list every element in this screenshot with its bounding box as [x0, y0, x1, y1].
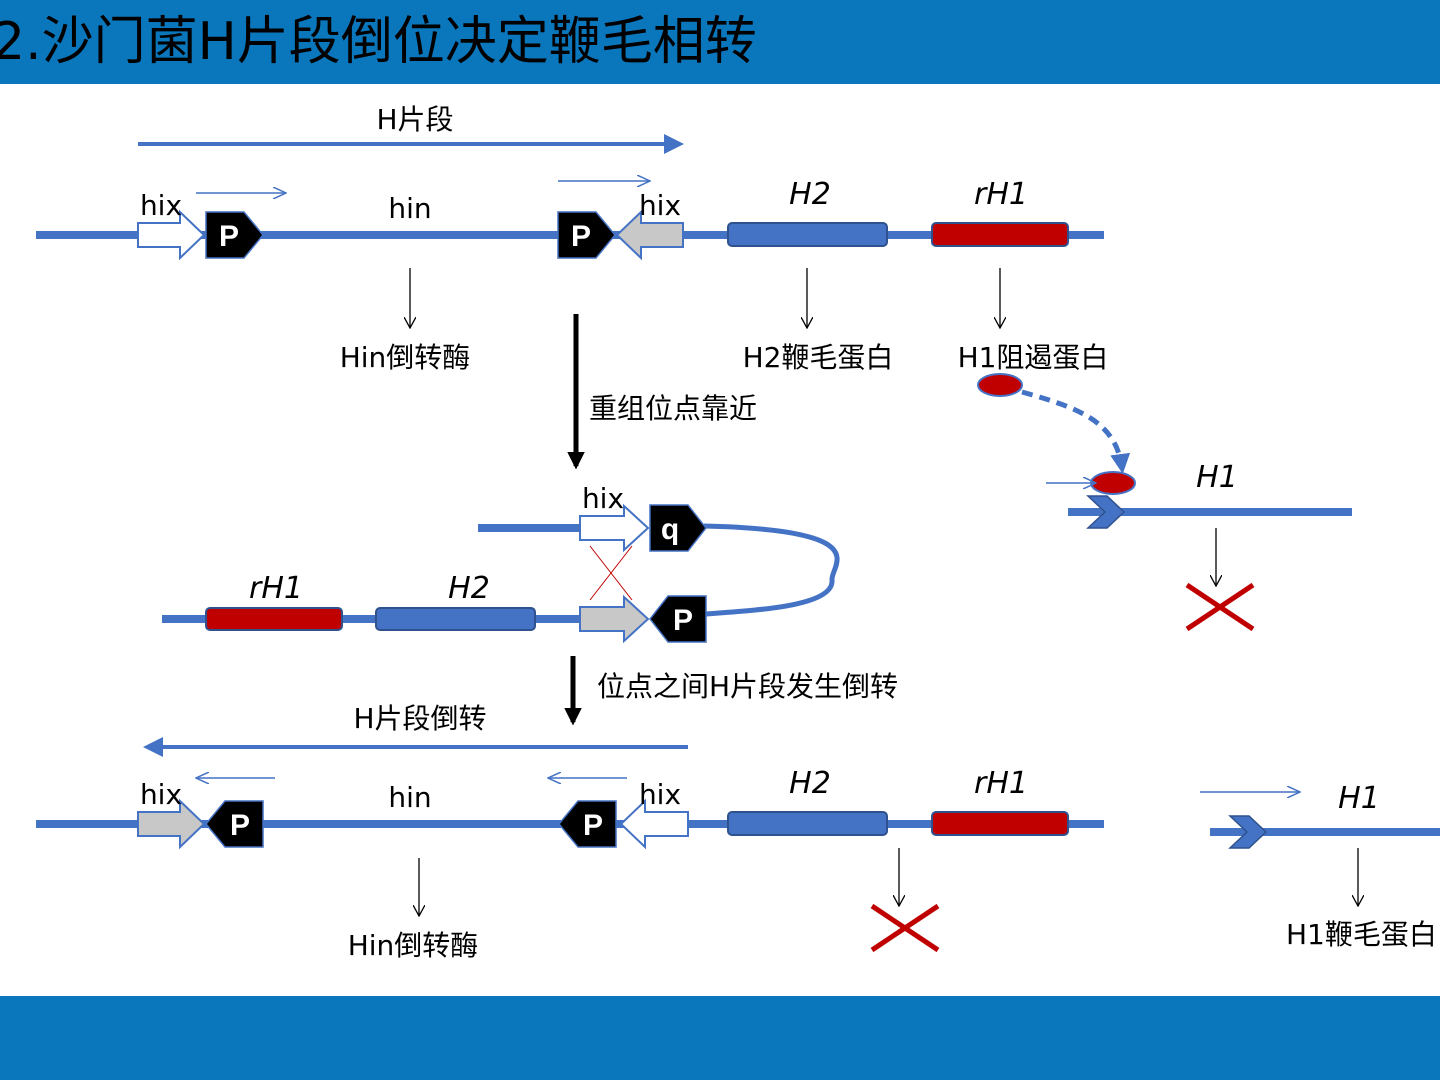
cross-mark-icon: [870, 903, 940, 953]
title-bar: 2.沙门菌H片段倒位决定鞭毛相转: [0, 0, 1440, 84]
hix-arrow-icon: [137, 798, 206, 850]
top-construct: H片段 P P hix hin hix H2 rH1 Hin倒转酶 H2鞭毛蛋白…: [36, 103, 1108, 374]
h2-gene: [375, 607, 536, 631]
promoter-icon: [649, 504, 707, 552]
inverted-construct: H片段倒转 P P hix hin hix H2 rH1 Hin倒转酶 H1 H…: [36, 702, 1440, 962]
hix-label: hix: [140, 189, 182, 222]
promoter-chevron-icon: [1228, 815, 1268, 849]
hix-label: hix: [582, 482, 624, 515]
repressor-protein-icon: [977, 373, 1023, 397]
promoter-label: P: [219, 220, 239, 253]
h1-gene-label: H1: [1338, 781, 1380, 816]
h2-gene: [727, 811, 888, 836]
h2-gene-label: H2: [448, 571, 490, 606]
hix-arrow-icon: [619, 798, 689, 850]
hix-arrow-icon: [137, 209, 206, 261]
h-segment-label: H片段: [376, 103, 453, 136]
hix-arrow-icon: [615, 209, 684, 261]
hix-label: hix: [140, 778, 182, 811]
hin-gene-label: hin: [388, 192, 431, 225]
h1-gene-label: H1: [1196, 460, 1238, 495]
promoter-label: P: [571, 220, 591, 253]
h-segment-inversion-diagram: H片段 P P hix hin hix H2 rH1 Hin倒转酶 H2鞭毛蛋白…: [36, 103, 1440, 962]
promoter-icon: [205, 211, 264, 259]
hix-label: hix: [639, 778, 681, 811]
promoter-label: P: [673, 604, 693, 637]
promoter-icon: [649, 595, 707, 643]
crossover-mark: [589, 545, 633, 601]
hix-arrow-icon: [579, 503, 650, 553]
h1-repressor-label: H1阻遏蛋白: [958, 341, 1109, 374]
h2-flagellin-label: H2鞭毛蛋白: [743, 341, 894, 374]
promoter-icon: [558, 800, 617, 848]
footer-bar: [0, 996, 1440, 1080]
repressor-binding-arrow: [1021, 389, 1131, 474]
repressor-protein-icon: [1090, 471, 1136, 495]
rh1-gene: [931, 222, 1069, 247]
rh1-gene-label: rH1: [974, 766, 1028, 801]
promoter-label: P: [230, 809, 250, 842]
sites-approach-label: 重组位点靠近: [589, 392, 757, 425]
h2-gene-label: H2: [789, 177, 831, 212]
rh1-gene-label: rH1: [249, 571, 303, 606]
page-title: 2.沙门菌H片段倒位决定鞭毛相转: [0, 12, 757, 72]
h2-gene-label: H2: [789, 766, 831, 801]
rh1-gene-label: rH1: [974, 177, 1028, 212]
promoter-icon: [557, 211, 616, 259]
dna-loop: [703, 523, 840, 617]
promoter-icon: [205, 800, 264, 848]
promoter-q-label: q: [661, 513, 679, 546]
hin-invertase-label: Hin倒转酶: [348, 929, 479, 962]
h2-gene: [727, 222, 888, 247]
h1-flagellin-label: H1鞭毛蛋白: [1286, 918, 1437, 951]
hix-arrow-icon: [579, 594, 650, 644]
promoter-chevron-icon: [1086, 495, 1126, 529]
hin-gene-label: hin: [388, 781, 431, 814]
h1-repression: H1: [977, 373, 1352, 632]
rh1-gene: [205, 607, 343, 631]
h-segment-inverted-label: H片段倒转: [353, 702, 486, 735]
hix-label: hix: [639, 189, 681, 222]
cross-mark-icon: [1185, 582, 1255, 632]
inversion-label: 位点之间H片段发生倒转: [597, 670, 898, 703]
promoter-label: P: [583, 809, 603, 842]
recombination-loop: q hix P rH1 H2: [162, 482, 840, 644]
hin-invertase-label: Hin倒转酶: [340, 341, 471, 374]
rh1-gene: [931, 811, 1069, 836]
